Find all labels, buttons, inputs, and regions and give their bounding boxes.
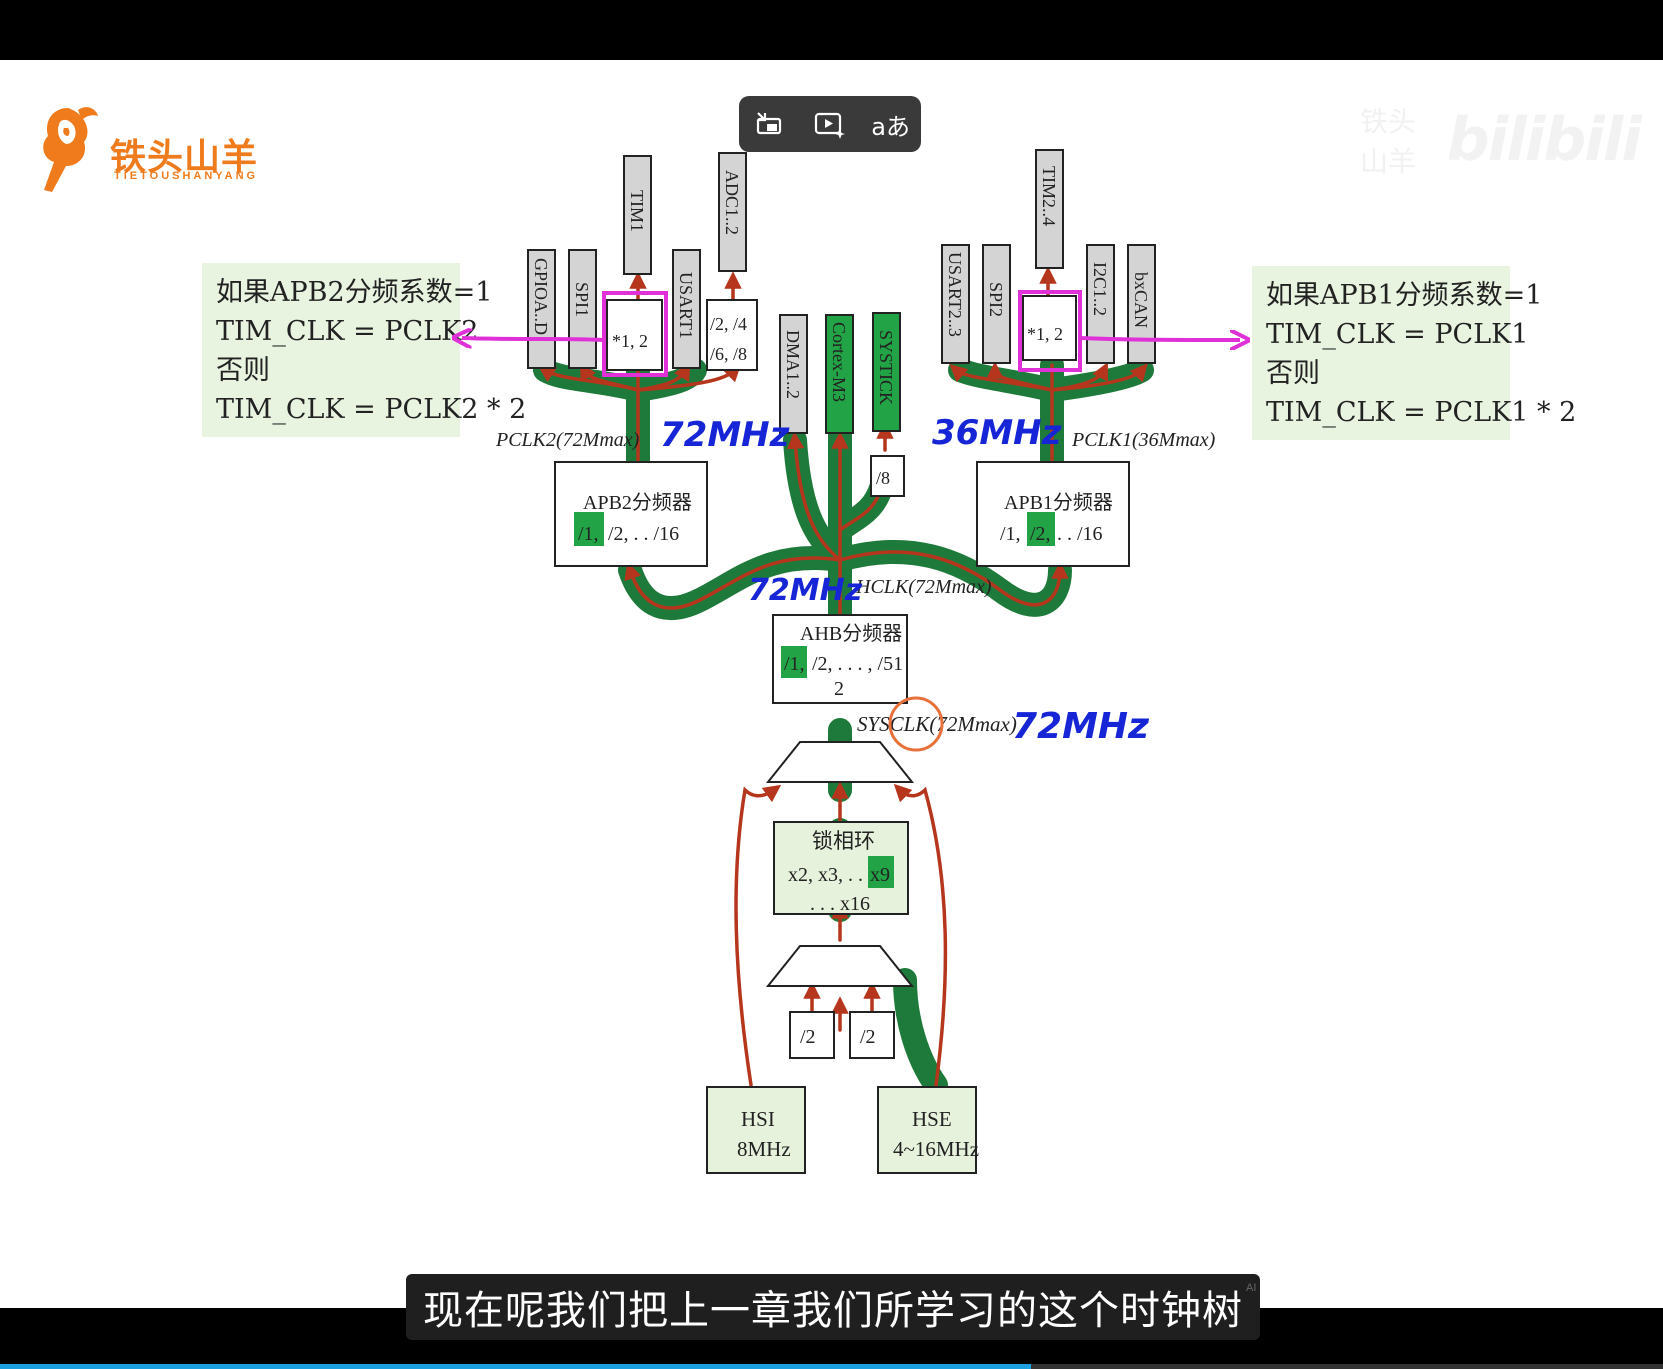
bilibili-logo: bilibili — [1446, 105, 1642, 175]
pll-selected: x9 — [870, 864, 890, 886]
adc-divider: /6, /8 — [710, 344, 747, 364]
handwritten-pclk2: 72MHz — [660, 415, 790, 455]
watermark-text: 铁头山羊 — [1360, 105, 1417, 178]
video-progress-fill — [0, 1364, 1032, 1369]
apb2-divider-box: APB2分频器 /1, /2, . . /16 — [554, 461, 708, 567]
apb1-divider-box: APB1分频器 /1, /2, . . /16 — [976, 461, 1130, 567]
ahb-opt: 2 — [834, 678, 844, 700]
ai-play-button[interactable] — [808, 102, 852, 146]
tim1-multiplier: *1, 2 — [612, 331, 648, 351]
ai-subtitle-tag: AI — [1246, 1282, 1257, 1294]
apb2-peripheral-boxes: GPIOA..D SPI1 TIM1 USART1 ADC1..2 — [527, 152, 747, 369]
periph-label: GPIOA..D — [531, 258, 551, 335]
pll-title: 锁相环 — [812, 829, 875, 853]
magenta-arrow-left — [462, 338, 605, 340]
exit-fullscreen-button[interactable] — [747, 102, 791, 146]
pll-box: 锁相环 x2, x3, . . . x9 . . . x16 — [773, 821, 909, 915]
periph-label: SPI1 — [572, 282, 592, 317]
pll-source-mux — [765, 945, 915, 987]
hse-freq: 4~16MHz — [893, 1137, 979, 1161]
handwritten-sysclk: 72MHz — [1012, 706, 1150, 747]
periph-label: I2C1..2 — [1090, 262, 1110, 316]
periph-label: DMA1..2 — [783, 330, 803, 399]
periph-label: ADC1..2 — [722, 170, 742, 235]
periph-label: TIM1 — [627, 190, 647, 232]
sysclk-mux — [765, 741, 915, 783]
ahb-opt: /2, . . . , /51 — [812, 653, 903, 675]
exit-fullscreen-icon — [757, 112, 782, 135]
bilibili-watermark: 铁头山羊 bilibili — [1360, 100, 1642, 180]
subtitle-text: 现在呢我们把上一章我们所学习的这个时钟树 — [423, 1288, 1243, 1334]
systick-divider: /8 — [876, 468, 890, 488]
handwritten-hclk: 72MHz — [748, 573, 863, 608]
tim2-multiplier: *1, 2 — [1027, 324, 1063, 344]
apb1-opt: . . /16 — [1057, 523, 1103, 545]
periph-label: USART2..3 — [945, 252, 965, 337]
pclk1-label: PCLK1(36Mmax) — [1071, 429, 1216, 451]
periph-label: SPI2 — [986, 282, 1006, 317]
pll-line3: . . . x16 — [810, 893, 870, 915]
handwritten-pclk1: 36MHz — [932, 413, 1062, 453]
periph-label: USART1 — [676, 272, 696, 339]
ahb-divider-box: AHB分频器 /1, /2, . . . , /51 2 — [772, 614, 908, 704]
adc-divider: /2, /4 — [710, 314, 747, 334]
hsi-box: HSI 8MHz — [706, 1086, 806, 1174]
hsi-div2: /2 — [800, 1026, 816, 1048]
hse-div2: /2 — [860, 1026, 876, 1048]
apb2-opt: /1, — [578, 523, 599, 545]
core-peripheral-boxes: DMA1..2 Cortex-M3 SYSTICK /8 — [779, 312, 905, 497]
note-line: 否则 — [216, 355, 270, 386]
logo-subtitle: TIETOUSHANYANG — [114, 170, 259, 182]
logo-name: 铁头山羊 — [110, 137, 259, 178]
hse-name: HSE — [912, 1107, 952, 1131]
hsi-name: HSI — [741, 1107, 775, 1131]
play-sparkle-icon — [814, 112, 845, 139]
magenta-arrow-right — [1079, 338, 1240, 340]
ahb-title: AHB分频器 — [800, 622, 902, 645]
apb2-opt: /2, . . /16 — [608, 523, 679, 545]
tim1-highlight — [602, 291, 668, 377]
video-progress-bar[interactable] — [0, 1364, 1663, 1369]
note-line: TIM_CLK = PCLK1 — [1266, 319, 1529, 350]
apb1-title: APB1分频器 — [1004, 491, 1113, 514]
ahb-opt: /1, — [784, 653, 805, 675]
periph-label: SYSTICK — [876, 330, 896, 405]
translate-icon: aあ — [871, 112, 910, 141]
apb1-opt: /2, — [1030, 523, 1051, 545]
pclk2-label: PCLK2(72Mmax) — [495, 429, 640, 451]
pll-line2: x2, x3, . . . — [788, 864, 873, 886]
note-line: 否则 — [1266, 358, 1320, 389]
hsi-freq: 8MHz — [737, 1137, 791, 1161]
hse-box: HSE 4~16MHz — [877, 1086, 979, 1174]
subtitle-bar: 现在呢我们把上一章我们所学习的这个时钟树 — [406, 1274, 1260, 1340]
periph-label: bxCAN — [1131, 272, 1151, 328]
hclk-label: HCLK(72Mmax) — [855, 576, 992, 598]
apb1-opt: /1, — [1000, 523, 1021, 545]
apb1-peripheral-boxes: USART2..3 SPI2 TIM2..4 I2C1..2 bxCAN — [941, 149, 1156, 364]
sysclk-circle — [888, 696, 944, 752]
periph-label: Cortex-M3 — [829, 322, 849, 402]
periph-label: TIM2..4 — [1039, 166, 1059, 226]
apb2-title: APB2分频器 — [583, 491, 692, 514]
note-line: TIM_CLK = PCLK2 — [216, 316, 479, 347]
tim2-highlight — [1018, 290, 1082, 372]
red-arrow-path — [537, 266, 1148, 1087]
sysclk-label: SYSCLK(72Mmax) — [857, 712, 1017, 736]
player-toolbar: aあ — [739, 96, 921, 152]
logo: 铁头山羊 TIETOUSHANYANG — [30, 100, 270, 200]
translate-button[interactable]: aあ — [869, 102, 913, 146]
goat-logo-icon — [43, 107, 98, 192]
